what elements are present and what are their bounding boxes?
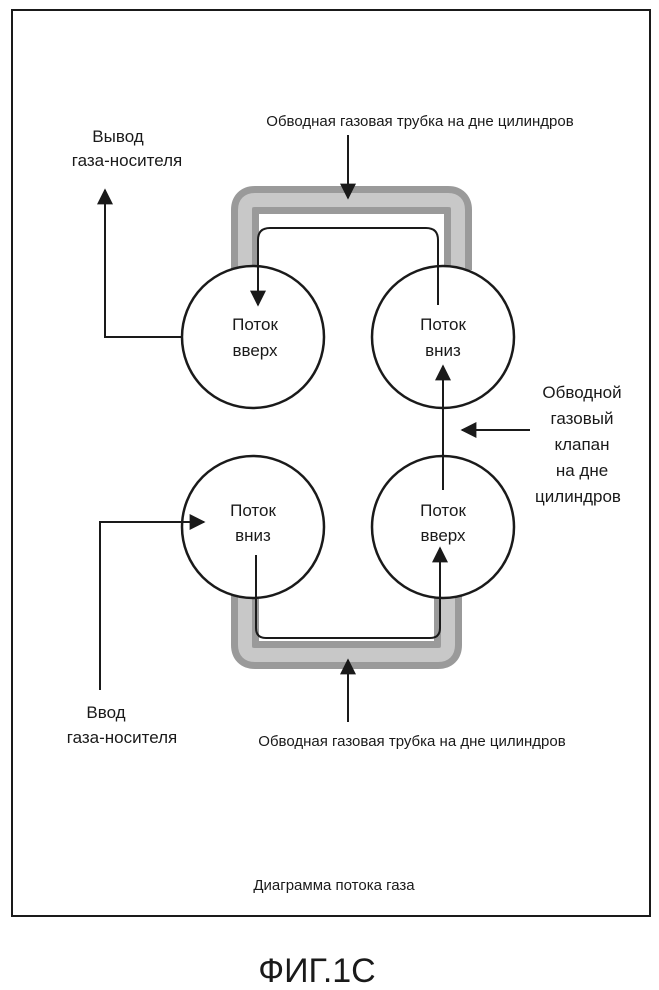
figure-label: ФИГ.1С: [258, 952, 375, 990]
valve-label-line3: клапан: [554, 435, 609, 454]
inlet-label-line1: Ввод: [86, 703, 125, 722]
valve-label-line4: на дне: [556, 461, 608, 480]
valve-label-line5: цилиндров: [535, 487, 621, 506]
top-pipe-label: Обводная газовая трубка на дне цилиндров: [266, 113, 573, 130]
cylinder-bottom-right-label-line1: Поток: [420, 501, 466, 520]
inlet-label-line2: газа-носителя: [67, 728, 177, 747]
cylinder-bottom-left-label-line1: Поток: [230, 501, 276, 520]
top-bypass-pipe: [245, 200, 458, 270]
cylinder-top-left: [182, 266, 324, 408]
outlet-label-line2: газа-носителя: [72, 151, 182, 170]
cylinder-bottom-left-label-line2: вниз: [235, 526, 271, 545]
cylinder-top-left-label-line2: вверх: [232, 341, 278, 360]
bottom-pipe-label: Обводная газовая трубка на дне цилиндров: [258, 733, 565, 750]
cylinder-bottom-right-label-line2: вверх: [420, 526, 466, 545]
diagram-caption: Диаграмма потока газа: [253, 877, 415, 894]
outlet-label-line1: Вывод: [92, 127, 143, 146]
cylinder-top-left-label-line1: Поток: [232, 315, 278, 334]
outlet-arrow: [105, 190, 183, 337]
valve-label-line2: газовый: [551, 409, 614, 428]
cylinder-top-right-label-line1: Поток: [420, 315, 466, 334]
cylinder-top-right-label-line2: вниз: [425, 341, 461, 360]
bottom-bypass-pipe: [245, 590, 448, 655]
valve-label-line1: Обводной: [542, 383, 621, 402]
